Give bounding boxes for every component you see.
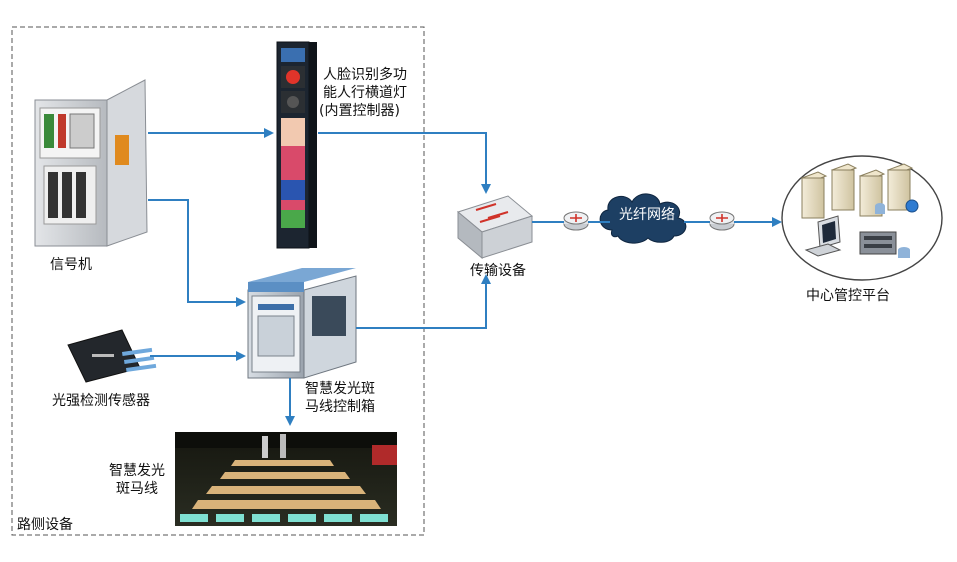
arrow-light-to-switch	[318, 132, 491, 194]
computer-icon	[804, 215, 842, 257]
fiber-network-label: 光纤网络	[619, 207, 675, 223]
center-platform-image	[781, 155, 943, 281]
arrow-signal-to-box	[148, 199, 246, 307]
face-light-label-line3: (内置控制器)	[319, 103, 400, 119]
center-platform-label: 中心管控平台	[806, 288, 890, 304]
zebra-box-label-line2: 马线控制箱	[305, 399, 375, 415]
transmission-label: 传输设备	[470, 263, 526, 279]
face-light-image	[276, 41, 317, 249]
face-light-label-line2: 能人行横道灯	[323, 85, 407, 101]
signal-machine-image	[34, 79, 148, 247]
zebra-label-line2: 斑马线	[116, 481, 158, 497]
fiber-cloud-icon	[599, 193, 687, 244]
zebra-box-label-line1: 智慧发光斑	[305, 381, 375, 397]
arrow-box-to-switch	[356, 274, 491, 329]
server-icon	[800, 163, 919, 219]
light-sensor-image	[67, 329, 157, 383]
signal-machine-label: 信号机	[50, 257, 92, 273]
switch-image	[456, 195, 534, 260]
roadside-label: 路侧设备	[17, 517, 73, 533]
face-light-label-line1: 人脸识别多功	[323, 67, 407, 83]
zebra-label-line1: 智慧发光	[109, 463, 165, 479]
roadside-boundary	[11, 26, 425, 536]
zebra-crossing-image	[175, 432, 397, 526]
light-sensor-label: 光强检测传感器	[52, 393, 150, 409]
router-left-icon	[563, 211, 589, 231]
storage-icon	[859, 231, 910, 258]
zebra-control-box-image	[247, 268, 357, 379]
router-right-icon	[709, 211, 735, 231]
connections	[148, 128, 782, 426]
